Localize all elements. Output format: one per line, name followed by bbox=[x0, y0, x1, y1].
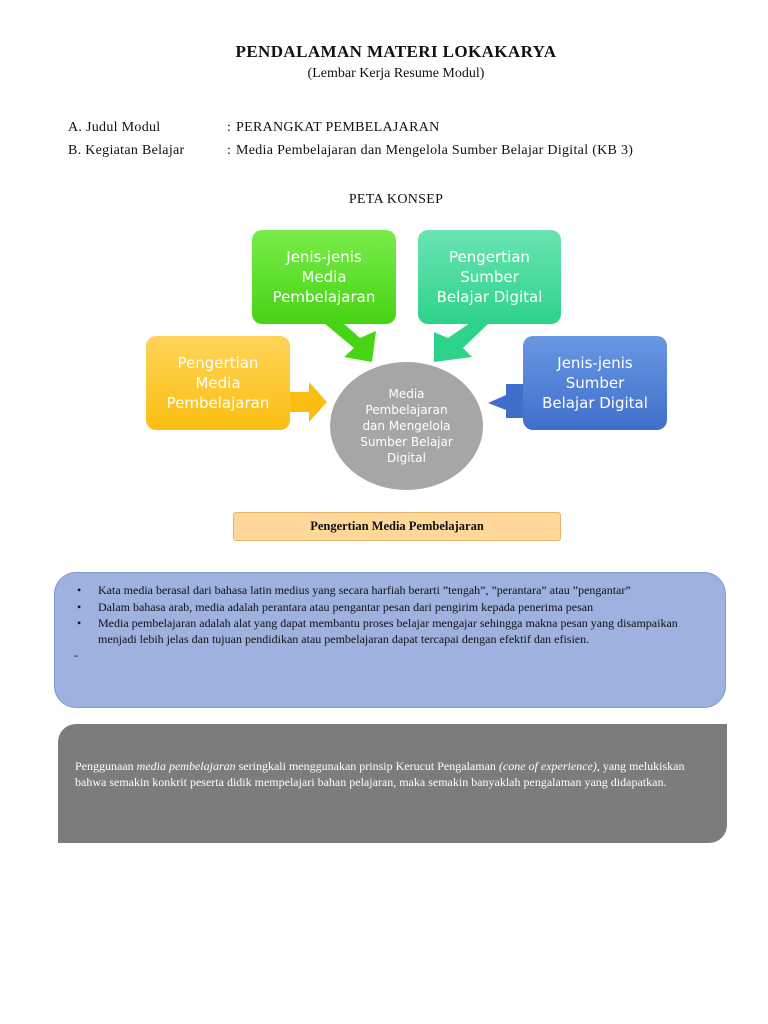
arrow-teal-down bbox=[434, 323, 489, 362]
concept-box-jenis-media: Jenis-jenis Media Pembelajaran bbox=[252, 230, 396, 324]
info-value: PERANGKAT PEMBELAJARAN bbox=[236, 120, 440, 135]
page-subtitle: (Lembar Kerja Resume Modul) bbox=[307, 66, 485, 81]
list-item: • Kata media berasal dari bahasa latin m… bbox=[77, 583, 701, 599]
section-label: Pengertian Media Pembelajaran bbox=[233, 512, 561, 541]
concept-box-label: Jenis-jenis Sumber Belajar Digital bbox=[542, 354, 648, 412]
note-prefix: Penggunaan bbox=[75, 759, 137, 773]
concept-box-jenis-sumber: Jenis-jenis Sumber Belajar Digital bbox=[523, 336, 667, 430]
info-row-judul-modul: A. Judul Modul : PERANGKAT PEMBELAJARAN bbox=[68, 120, 708, 140]
list-item: • Dalam bahasa arab, media adalah perant… bbox=[77, 600, 701, 616]
bullet: • bbox=[77, 616, 82, 630]
arrow-yellow-right bbox=[288, 382, 327, 422]
note-end: , yang melukiskan bahwa semakin konkrit … bbox=[75, 759, 685, 789]
definitions-panel: • Kata media berasal dari bahasa latin m… bbox=[54, 572, 726, 708]
arrow-blue-left bbox=[488, 384, 525, 418]
info-label: B. Kegiatan Belajar bbox=[68, 143, 185, 158]
concept-box-label: Pengertian Media Pembelajaran bbox=[166, 354, 270, 412]
info-label: A. Judul Modul bbox=[68, 120, 161, 135]
concept-box-label: Jenis-jenis Media Pembelajaran bbox=[272, 248, 376, 306]
info-colon: : bbox=[227, 120, 232, 135]
concept-box-label: Pengertian Sumber Belajar Digital bbox=[436, 248, 543, 306]
bullet: • bbox=[77, 583, 82, 597]
note-panel: Penggunaan media pembelajaran seringkali… bbox=[58, 724, 727, 843]
concept-center-label: Media Pembelajaran dan Mengelola Sumber … bbox=[360, 387, 453, 465]
note-term-cone: (cone of experience) bbox=[498, 759, 597, 773]
definitions-list: • Kata media berasal dari bahasa latin m… bbox=[77, 583, 701, 647]
concept-map-title: PETA KONSEP bbox=[348, 192, 444, 207]
concept-center-node: Media Pembelajaran dan Mengelola Sumber … bbox=[330, 362, 483, 490]
note-text: Penggunaan media pembelajaran seringkali… bbox=[75, 758, 709, 790]
note-middle: seringkali menggunakan prinsip Kerucut P… bbox=[235, 759, 499, 773]
info-row-kegiatan-belajar: B. Kegiatan Belajar : Media Pembelajaran… bbox=[68, 143, 708, 177]
arrow-green-down bbox=[324, 323, 376, 362]
concept-box-pengertian-sumber: Pengertian Sumber Belajar Digital bbox=[418, 230, 561, 324]
info-colon: : bbox=[227, 143, 232, 158]
info-value: Media Pembelajaran dan Mengelola Sumber … bbox=[236, 143, 634, 158]
bullet: • bbox=[77, 599, 82, 614]
trailing-dash: - bbox=[74, 648, 78, 662]
list-item-text: Kata media berasal dari bahasa latin med… bbox=[98, 583, 631, 597]
concept-box-pengertian-media: Pengertian Media Pembelajaran bbox=[146, 336, 290, 430]
page-title: PENDALAMAN MATERI LOKAKARYA bbox=[235, 42, 557, 61]
list-item-text: Dalam bahasa arab, media adalah perantar… bbox=[98, 599, 594, 614]
list-item-text: Media pembelajaran adalah alat yang dapa… bbox=[98, 616, 678, 646]
note-term: media pembelajaran bbox=[136, 759, 236, 773]
list-item: • Media pembelajaran adalah alat yang da… bbox=[77, 616, 701, 647]
